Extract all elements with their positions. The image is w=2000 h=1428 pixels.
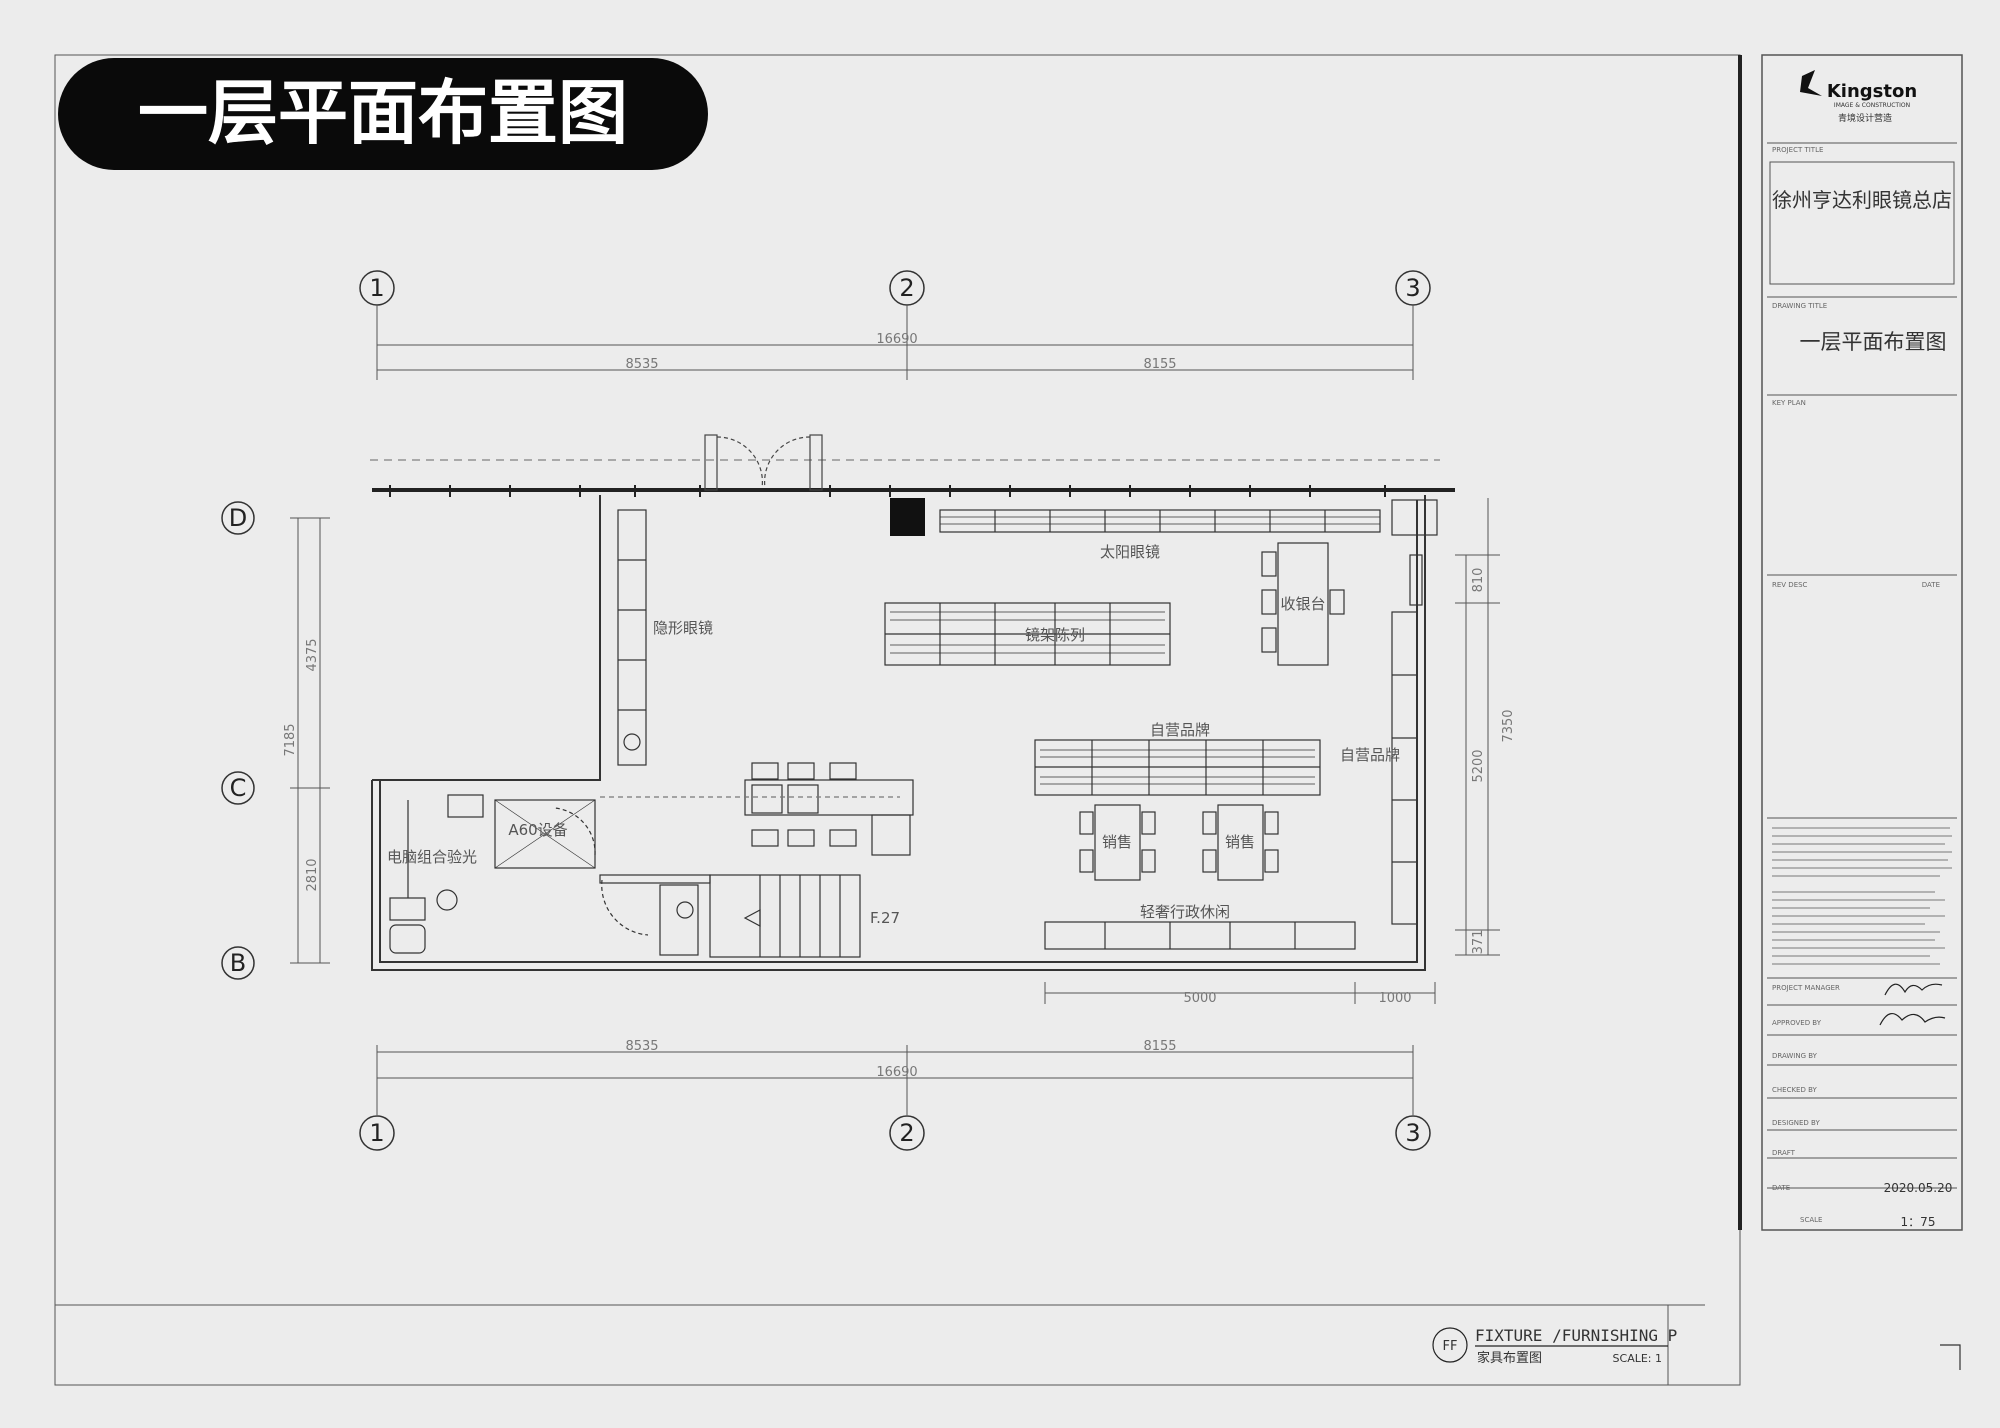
rev-date-label: DATE xyxy=(1922,581,1940,589)
grid-label-1-bottom: 1 xyxy=(369,1119,384,1147)
label-sales-right: 销售 xyxy=(1225,833,1255,851)
header-pill: 一层平面布置图 xyxy=(58,58,708,170)
crop-mark xyxy=(1940,1344,1961,1370)
draft-label: DRAFT xyxy=(1772,1149,1796,1157)
footer-scale: SCALE: 1 xyxy=(1613,1352,1662,1365)
grid-column-bubbles xyxy=(221,270,1431,1151)
dim-under-b: 1000 xyxy=(1378,991,1411,1006)
sheet-frame xyxy=(54,54,1963,1386)
key-plan-label: KEY PLAN xyxy=(1772,399,1806,407)
label-lounge: 轻奢行政休闲 xyxy=(1140,903,1230,921)
label-cashier: 收银台 xyxy=(1280,595,1325,613)
dim-top-right: 8155 xyxy=(1143,357,1176,372)
frames-island xyxy=(884,602,1171,666)
drawing-title-label: DRAWING TITLE xyxy=(1772,302,1827,310)
column-block xyxy=(890,498,925,536)
grid-label-3: 3 xyxy=(1405,274,1420,302)
scale-label: SCALE xyxy=(1800,1216,1822,1224)
dim-left-lower: 2810 xyxy=(305,858,320,891)
label-sales-left: 销售 xyxy=(1102,833,1132,851)
footer-title-en: FIXTURE /FURNISHING P xyxy=(1475,1326,1677,1345)
dim-bottom-left: 8535 xyxy=(625,1039,658,1054)
dim-right-a: 810 xyxy=(1471,568,1486,593)
dim-bottom-total: 16690 xyxy=(876,1065,917,1080)
sales-tables xyxy=(1079,804,1279,881)
dim-right-c: 371 xyxy=(1471,930,1486,955)
footer-title-cn: 家具布置图 xyxy=(1477,1350,1542,1366)
optometry-table xyxy=(600,762,914,856)
page-title: 一层平面布置图 xyxy=(138,72,628,154)
sunglasses-display xyxy=(939,509,1381,533)
lounge-sofa xyxy=(1044,921,1356,950)
label-optometry: 电脑组合验光 xyxy=(387,848,477,866)
grid-label-D: D xyxy=(229,504,247,532)
dim-right-total: 7350 xyxy=(1501,709,1516,742)
dim-top-total: 16690 xyxy=(876,332,917,347)
designed-label: DESIGNED BY xyxy=(1772,1119,1820,1127)
logo-brand: Kingston xyxy=(1827,81,1917,102)
label-own-brand-right: 自营品牌 xyxy=(1340,746,1400,764)
label-own-brand-center: 自营品牌 xyxy=(1150,721,1210,739)
grid-label-C: C xyxy=(230,774,247,802)
label-contact-lens: 隐形眼镜 xyxy=(653,619,713,637)
own-brand-display xyxy=(1034,739,1321,796)
label-device: A60设备 xyxy=(508,821,567,839)
dim-left-upper: 4375 xyxy=(305,638,320,671)
drawing-title: 一层平面布置图 xyxy=(1800,330,1947,354)
checked-label: CHECKED BY xyxy=(1772,1086,1818,1094)
drawn-label: DRAWING BY xyxy=(1772,1052,1818,1060)
notes-text-lines xyxy=(1772,827,1952,965)
logo-cn: 青境设计营造 xyxy=(1838,112,1892,124)
approved-label: APPROVED BY xyxy=(1772,1019,1822,1027)
storefront-mullions xyxy=(389,485,1386,497)
scale-value: 1：75 xyxy=(1901,1215,1936,1229)
dim-right-b: 5200 xyxy=(1471,749,1486,782)
footer-badge: FF xyxy=(1443,1339,1458,1354)
floor-plan-walls xyxy=(370,459,1455,971)
kingston-logo-icon xyxy=(1800,70,1822,96)
dim-under-a: 5000 xyxy=(1183,991,1216,1006)
signature-mark-2 xyxy=(1879,1013,1946,1026)
label-sunglasses: 太阳眼镜 xyxy=(1100,543,1160,561)
date-value: 2020.05.20 xyxy=(1884,1181,1953,1195)
pm-label: PROJECT MANAGER xyxy=(1772,984,1840,992)
grid-label-3-bottom: 3 xyxy=(1405,1119,1420,1147)
dimension-lines xyxy=(290,305,1500,1115)
contact-lens-shelf xyxy=(617,509,647,766)
label-stair-level: F.27 xyxy=(870,909,900,927)
optometry-room xyxy=(389,794,596,954)
own-brand-wall xyxy=(1391,611,1418,925)
dim-top-left: 8535 xyxy=(625,357,658,372)
project-title-label: PROJECT TITLE xyxy=(1772,146,1823,154)
title-block xyxy=(1767,142,1957,1189)
label-frames: 镜架陈列 xyxy=(1025,626,1085,644)
rev-label: REV DESC xyxy=(1772,581,1808,589)
footer-badge-circle xyxy=(1432,1327,1468,1363)
logo-sub: IMAGE & CONSTRUCTION xyxy=(1834,102,1910,109)
grid-label-2-bottom: 2 xyxy=(899,1119,914,1147)
date-field-label: DATE xyxy=(1772,1184,1790,1192)
stair xyxy=(599,874,861,958)
project-name: 徐州亨达利眼镜总店 xyxy=(1772,188,1952,212)
grid-label-1: 1 xyxy=(369,274,384,302)
entrance-door xyxy=(704,434,823,491)
dim-bottom-right: 8155 xyxy=(1143,1039,1176,1054)
grid-label-2: 2 xyxy=(899,274,914,302)
dim-left-total: 7185 xyxy=(283,723,298,756)
signature-mark xyxy=(1884,983,1943,996)
grid-label-B: B xyxy=(230,949,246,977)
cashier-desk xyxy=(1261,499,1438,666)
